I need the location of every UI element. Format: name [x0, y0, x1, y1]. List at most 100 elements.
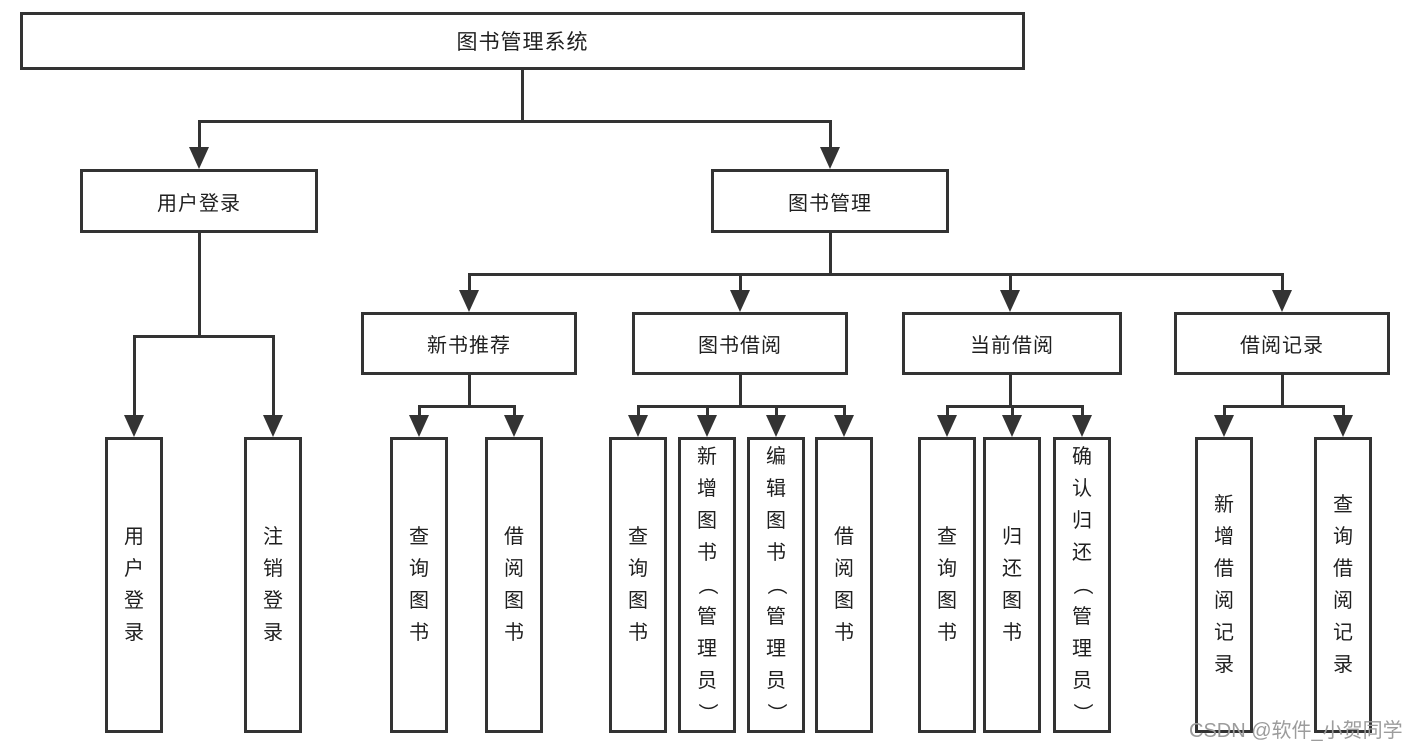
arrowhead-down	[628, 415, 648, 437]
connector-line	[132, 335, 136, 419]
arrowhead-down	[820, 147, 840, 169]
vertical-char: 书	[628, 622, 648, 644]
vertical-char: ）	[1071, 703, 1093, 723]
arrowhead-down	[766, 415, 786, 437]
connector-line	[467, 273, 471, 294]
connector-line	[1010, 405, 1014, 419]
vertical-char: 借	[1214, 558, 1234, 580]
vertical-char: 询	[409, 558, 429, 580]
connector-line	[738, 273, 742, 294]
vertical-char: 图	[504, 590, 524, 612]
vertical-char: 询	[628, 558, 648, 580]
vertical-char: 员	[697, 670, 717, 692]
vertical-char: 图	[766, 510, 786, 532]
arrowhead-down	[937, 415, 957, 437]
vertical-char: 理	[766, 638, 786, 660]
vertical-char: 书	[697, 542, 717, 564]
connector-line	[945, 405, 949, 419]
node-cb-query-books: 查询图书	[918, 437, 976, 733]
connector-line	[828, 120, 832, 151]
vertical-char: 辑	[766, 478, 786, 500]
node-borrow-records: 借阅记录	[1174, 312, 1390, 375]
vertical-char: 书	[1002, 622, 1022, 644]
vertical-char: 图	[628, 590, 648, 612]
connector-line	[1222, 405, 1345, 408]
connector-line	[636, 405, 846, 408]
vertical-char: 书	[766, 542, 786, 564]
node-book-mgmt: 图书管理	[711, 169, 949, 233]
node-login: 用户登录	[105, 437, 163, 733]
arrowhead-down	[124, 415, 144, 437]
vertical-char: 管	[697, 606, 717, 628]
vertical-char: 录	[124, 622, 144, 644]
vertical-char: 管	[1072, 606, 1092, 628]
node-bb-query-books: 查询图书	[609, 437, 667, 733]
connector-line	[271, 335, 275, 419]
vertical-char: （	[696, 575, 718, 595]
vertical-char: 记	[1333, 622, 1353, 644]
vertical-char: 阅	[504, 558, 524, 580]
arrowhead-down	[504, 415, 524, 437]
arrowhead-down	[1272, 290, 1292, 312]
vertical-char: 书	[937, 622, 957, 644]
connector-line	[197, 233, 201, 338]
vertical-char: 员	[766, 670, 786, 692]
node-logout: 注销登录	[244, 437, 302, 733]
node-book-borrow: 图书借阅	[632, 312, 848, 375]
node-br-add-record: 新增借阅记录	[1195, 437, 1253, 733]
vertical-char: 书	[409, 622, 429, 644]
vertical-char: 注	[263, 526, 283, 548]
vertical-char: 图	[409, 590, 429, 612]
connector-line	[842, 405, 846, 419]
vertical-char: 管	[766, 606, 786, 628]
vertical-char: 户	[124, 558, 144, 580]
vertical-char: 借	[834, 526, 854, 548]
arrowhead-down	[1002, 415, 1022, 437]
node-cb-confirm-return: 确认归还（管理员）	[1053, 437, 1111, 733]
vertical-char: 还	[1072, 542, 1092, 564]
arrowhead-down	[1000, 290, 1020, 312]
connector-line	[1341, 405, 1345, 419]
node-rec-borrow-books: 借阅图书	[485, 437, 543, 733]
vertical-char: 阅	[834, 558, 854, 580]
arrowhead-down	[697, 415, 717, 437]
connector-line	[1222, 405, 1226, 419]
connector-line	[197, 120, 832, 123]
vertical-char: 查	[937, 526, 957, 548]
vertical-char: 编	[766, 446, 786, 468]
connector-line	[828, 233, 832, 276]
vertical-char: 用	[124, 526, 144, 548]
vertical-char: ）	[765, 703, 787, 723]
vertical-char: ）	[696, 703, 718, 723]
arrowhead-down	[189, 147, 209, 169]
vertical-char: 询	[937, 558, 957, 580]
vertical-char: 登	[263, 590, 283, 612]
vertical-char: （	[765, 575, 787, 595]
csdn-watermark: CSDN @软件_小贺同学	[1189, 720, 1403, 742]
vertical-char: 借	[504, 526, 524, 548]
connector-line	[132, 335, 275, 338]
connector-line	[945, 405, 1084, 408]
connector-line	[197, 120, 201, 151]
connector-line	[705, 405, 709, 419]
vertical-char: 员	[1072, 670, 1092, 692]
connector-line	[1008, 273, 1012, 294]
node-bb-add-books: 新增图书（管理员）	[678, 437, 736, 733]
vertical-char: 图	[937, 590, 957, 612]
vertical-char: 录	[263, 622, 283, 644]
arrowhead-down	[263, 415, 283, 437]
vertical-char: 书	[834, 622, 854, 644]
node-bb-borrow-books: 借阅图书	[815, 437, 873, 733]
vertical-char: 图	[697, 510, 717, 532]
connector-line	[636, 405, 640, 419]
vertical-char: 记	[1214, 622, 1234, 644]
connector-line	[467, 375, 471, 408]
connector-line	[774, 405, 778, 419]
vertical-char: 录	[1214, 654, 1234, 676]
vertical-char: 归	[1002, 526, 1022, 548]
vertical-char: 增	[1214, 526, 1234, 548]
node-br-query-record: 查询借阅记录	[1314, 437, 1372, 733]
vertical-char: 理	[1072, 638, 1092, 660]
vertical-char: 查	[628, 526, 648, 548]
